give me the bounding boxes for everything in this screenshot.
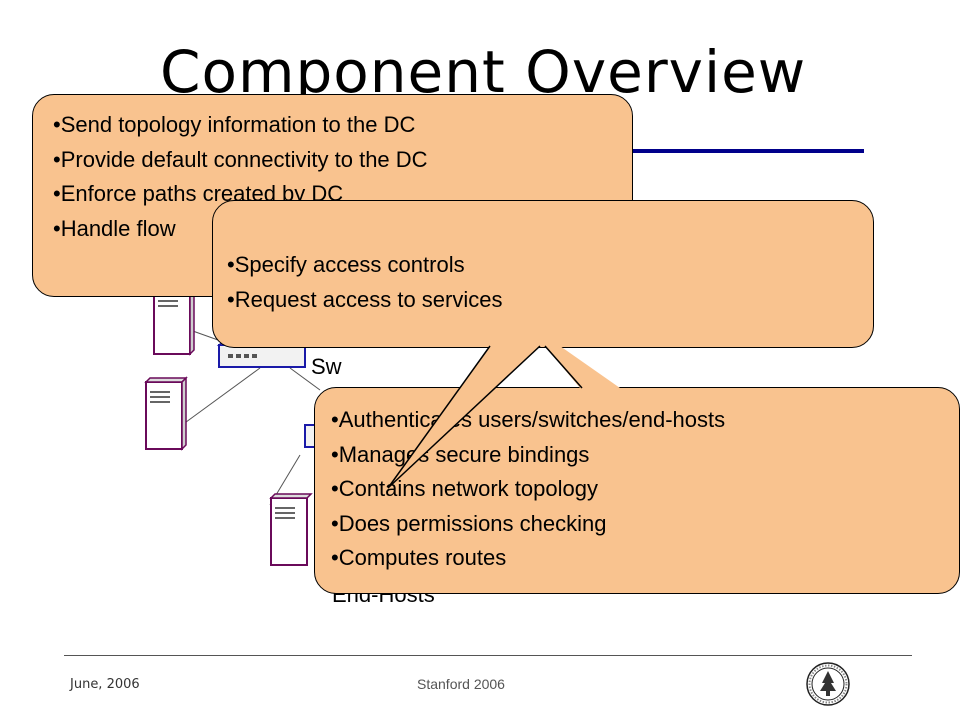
- switches-label: Sw: [311, 354, 342, 379]
- user-tasks-callout: Specify access controls Request access t…: [212, 200, 874, 348]
- bullet-item: Does permissions checking: [331, 507, 959, 542]
- bullet-item: Send topology information to the DC: [53, 108, 632, 143]
- title-underline: [620, 149, 864, 153]
- bullet-item: Computes routes: [331, 541, 959, 576]
- controller-tasks-callout: Authenticates users/switches/end-hosts M…: [314, 387, 960, 594]
- bullet-item: Authenticates users/switches/end-hosts: [331, 403, 959, 438]
- server-tower-icon: [144, 376, 188, 451]
- server-tower-icon: [269, 493, 313, 566]
- footer-organization: Stanford 2006: [417, 676, 505, 692]
- bullet-item: Specify access controls: [227, 248, 873, 283]
- bullet-item: Request access to services: [227, 283, 873, 318]
- stanford-seal-icon: [806, 662, 850, 706]
- bullet-item: Provide default connectivity to the DC: [53, 143, 632, 178]
- footer-date: June, 2006: [70, 677, 140, 692]
- bullet-item: Manages secure bindings: [331, 438, 959, 473]
- bullet-item: Handle flow: [53, 212, 632, 247]
- footer-divider: [64, 655, 912, 656]
- bullet-item: Contains network topology: [331, 472, 959, 507]
